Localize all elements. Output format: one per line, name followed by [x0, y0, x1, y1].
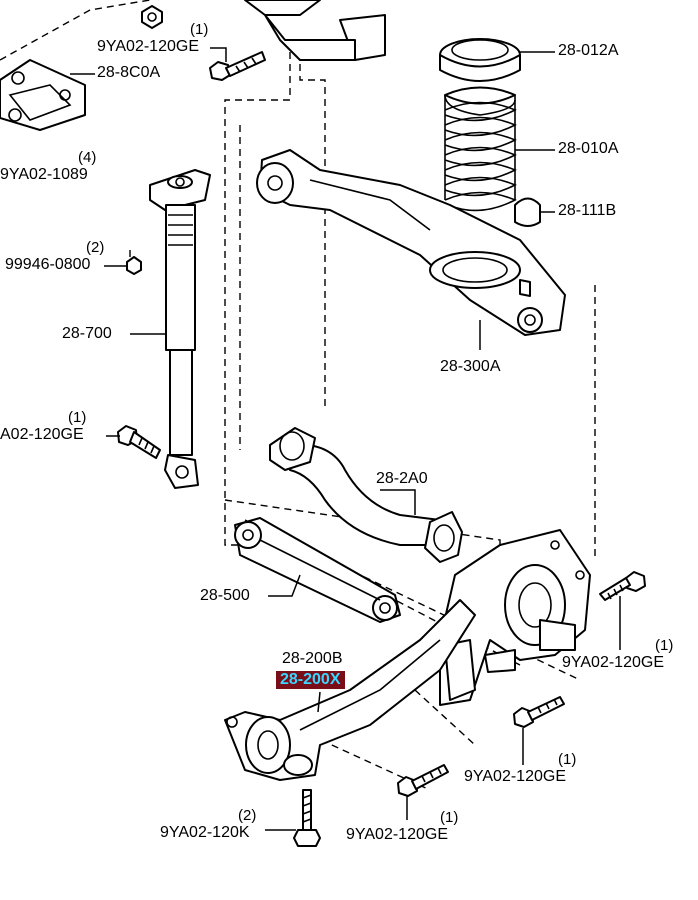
- part-label-bracket[interactable]: 28-8C0A: [97, 64, 161, 81]
- part-label-upper-arm[interactable]: 28-2A0: [376, 470, 428, 487]
- part-label-bolt-mid[interactable]: 9YA02-120GE: [464, 768, 566, 785]
- part-label-trailing-arm-x-highlighted[interactable]: 28-200X: [276, 671, 345, 689]
- shock-nut: [126, 256, 142, 275]
- bottom-bolt: [397, 764, 449, 797]
- lower-control-arm: [256, 149, 566, 336]
- bump-stop: [514, 197, 541, 227]
- bracket-plate-28-8c0a: [0, 59, 86, 131]
- shock-absorber: [149, 169, 211, 489]
- part-label-bolt-bottom[interactable]: 9YA02-120GE: [346, 826, 448, 843]
- part-label-bolt-top[interactable]: 9YA02-120GE: [97, 38, 199, 55]
- part-label-lateral-link[interactable]: 28-500: [200, 587, 250, 604]
- part-label-trailing-arm-b[interactable]: 28-200B: [282, 650, 343, 667]
- knuckle-hub: [439, 529, 591, 706]
- part-label-shock[interactable]: 28-700: [62, 325, 112, 342]
- right-bolt: [599, 571, 646, 601]
- part-label-bump-stop[interactable]: 28-111B: [558, 202, 617, 219]
- mid-bolt: [513, 696, 565, 728]
- part-label-spring[interactable]: 28-010A: [558, 140, 619, 157]
- bolt-right-qty: (1): [655, 637, 674, 654]
- part-label-bolt-shock[interactable]: A02-120GE: [0, 426, 84, 443]
- bolt-bottom-qty: (1): [440, 809, 459, 826]
- shock-lower-bolt: [117, 425, 161, 459]
- top-nut: [141, 5, 163, 29]
- coil-spring: [444, 86, 517, 212]
- bolt-shock-qty: (1): [68, 409, 87, 426]
- spring-seat: [439, 38, 521, 82]
- part-label-spring-seat[interactable]: 28-012A: [558, 42, 619, 59]
- lateral-link: [234, 517, 401, 623]
- leader-lines: [70, 47, 621, 831]
- bolt-mid-qty: (1): [558, 751, 577, 768]
- part-label-bolt-120k[interactable]: 9YA02-120K: [160, 824, 250, 841]
- nut-0800-qty: (2): [86, 239, 105, 256]
- upper-mount-bracket: [244, 0, 386, 61]
- part-label-nut-0800[interactable]: 99946-0800: [5, 256, 91, 273]
- upper-control-arm: [269, 427, 463, 563]
- bolt-120k-qty: (2): [238, 807, 257, 824]
- part-label-bolt-1089[interactable]: 9YA02-1089: [0, 166, 88, 183]
- part-label-bolt-right[interactable]: 9YA02-120GE: [562, 654, 664, 671]
- bolt-1089-qty: (4): [78, 149, 97, 166]
- top-bolt: [209, 51, 266, 81]
- part-label-lower-arm[interactable]: 28-300A: [440, 358, 501, 375]
- vertical-bolt: [293, 789, 321, 847]
- bolt-top-qty: (1): [190, 21, 209, 38]
- trailing-arm: [224, 599, 476, 781]
